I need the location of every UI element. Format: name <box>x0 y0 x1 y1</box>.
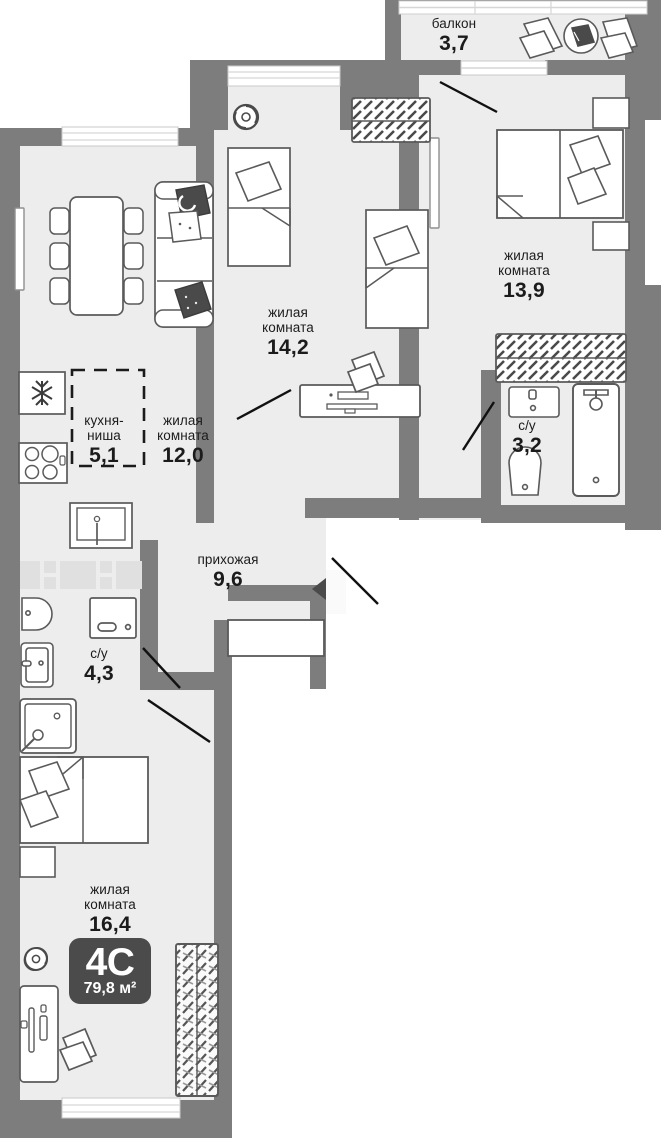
leader-door-hall <box>331 557 379 605</box>
tv <box>346 350 386 394</box>
windows <box>14 0 648 1119</box>
ceiling-lamp <box>232 103 260 131</box>
armchair-left <box>518 17 564 59</box>
bedroom-16-4-furniture <box>18 756 219 1097</box>
pillow <box>18 790 60 829</box>
leader-bath-43 <box>142 647 181 689</box>
toilet <box>508 446 542 496</box>
toilet <box>21 597 53 631</box>
bedroom-13-9-furniture <box>495 97 630 383</box>
kitchen-niche-outline <box>70 368 146 468</box>
bath-4-3-furniture <box>19 561 142 754</box>
tile-strip <box>20 561 142 589</box>
cushion <box>174 281 212 319</box>
window-balcony-top <box>398 0 648 15</box>
refrigerator <box>18 371 66 415</box>
tv-stand <box>299 384 421 418</box>
round-table <box>563 18 599 54</box>
nightstand-bottom <box>592 221 630 251</box>
window-room-16-4-bottom <box>61 1097 181 1119</box>
wardrobe-top <box>351 97 431 143</box>
leader-room-139 <box>461 401 496 451</box>
leader-hall-bottom <box>147 699 211 743</box>
hall-furniture <box>227 570 346 657</box>
wardrobe <box>175 943 219 1097</box>
pillow <box>27 761 71 801</box>
living-kitchen-furniture <box>18 181 214 549</box>
washbasin <box>508 386 560 418</box>
double-bed <box>18 756 149 844</box>
washing-machine <box>89 597 137 639</box>
window-living-top <box>61 126 179 147</box>
armchair-right <box>599 17 639 59</box>
armchair <box>58 1027 98 1072</box>
window-room-14-2-right <box>429 137 440 229</box>
entrance-door-marker <box>312 578 326 600</box>
window-balcony-lower <box>460 60 548 76</box>
single-bed-left <box>227 147 291 267</box>
nightstand <box>19 846 56 878</box>
badge-total-area: 79,8 м² <box>83 980 137 998</box>
dining-table <box>49 196 144 316</box>
shower-tray <box>19 698 77 754</box>
kitchen-sink <box>69 502 133 549</box>
leader-room-142 <box>236 388 292 421</box>
ceiling-lamp <box>23 946 49 972</box>
pillow <box>566 166 608 206</box>
wardrobe <box>495 333 627 383</box>
balcony-furniture <box>518 17 639 59</box>
bathtub <box>572 383 620 497</box>
bath-3-2-furniture <box>508 383 620 497</box>
single-bed-right <box>365 209 429 329</box>
window-room-14-2-top <box>227 65 341 87</box>
badge-rooms-code: 4С <box>85 941 135 985</box>
apartment-type-badge: 4С 79,8 м² <box>69 938 151 1004</box>
washbasin <box>20 642 54 688</box>
leader-balcony <box>439 80 498 114</box>
pillow <box>568 135 612 176</box>
bedroom-14-2-furniture <box>227 97 431 418</box>
desk <box>19 985 59 1083</box>
leader-lines <box>142 80 498 743</box>
cabinet <box>227 619 325 657</box>
cooktop <box>18 442 68 484</box>
sofa <box>154 181 214 328</box>
window-living-left <box>14 207 25 291</box>
cushion <box>168 210 202 243</box>
nightstand-top <box>592 97 630 129</box>
